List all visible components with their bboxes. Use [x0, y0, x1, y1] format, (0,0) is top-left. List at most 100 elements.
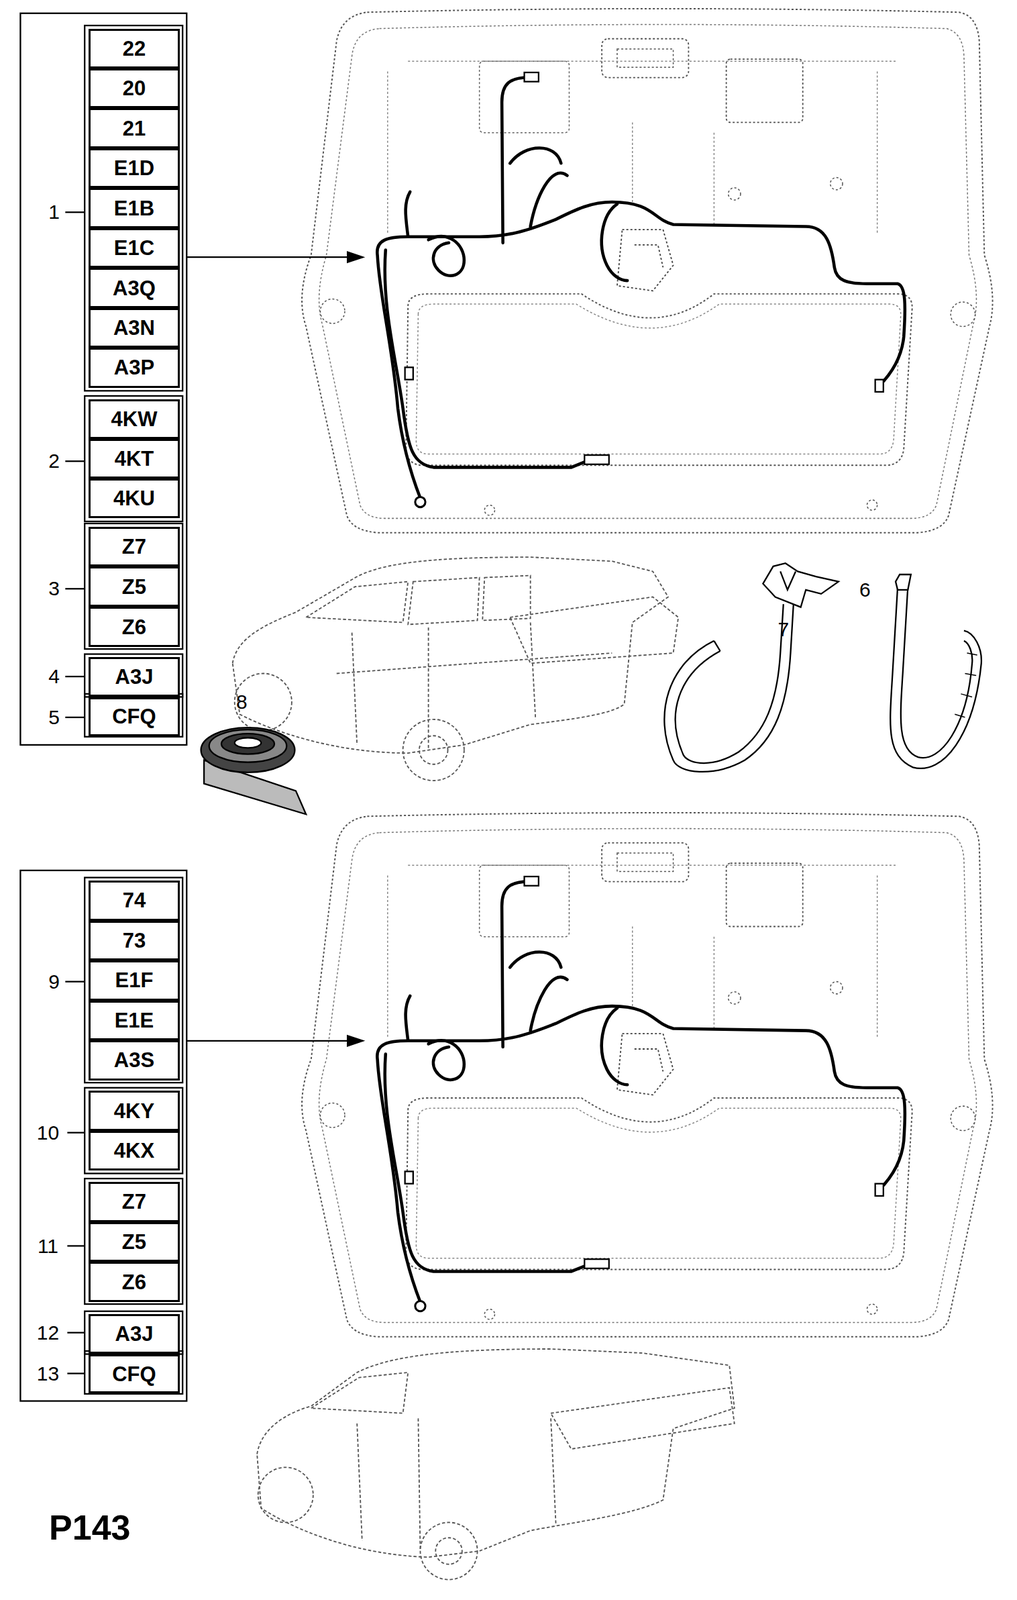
cable-tie [890, 574, 982, 769]
part-code-box: Z7 [88, 526, 180, 567]
pointer-arrow [186, 1039, 349, 1042]
wheel-hub [419, 735, 449, 765]
leader-line [65, 980, 85, 982]
callout-number-holder: 6 [858, 578, 873, 602]
part-code-box: 4KT [88, 438, 180, 479]
wheel [258, 1466, 314, 1522]
clip-head [762, 562, 839, 607]
callout-number-holder: 2 [46, 449, 62, 473]
open-tailgate [550, 1387, 735, 1449]
part-code-box: Z5 [88, 566, 180, 607]
part-code-box: CFQ [88, 697, 180, 737]
part-code-box: Z5 [88, 1221, 180, 1262]
open-tailgate [509, 596, 679, 663]
callout-number: 7 [777, 619, 789, 640]
part-code-box: A3N [88, 307, 180, 348]
tape-layer [221, 733, 275, 754]
callout-number: 9 [48, 971, 60, 992]
van-body [256, 1348, 735, 1557]
tailgate-top [301, 8, 993, 533]
part-code: A3P [114, 356, 155, 378]
part-code-box: A3S [88, 1039, 180, 1080]
subgroup-frame [84, 1178, 183, 1304]
part-code: E1D [114, 157, 155, 179]
part-code-box: E1C [88, 228, 180, 268]
subgroup-frame [84, 654, 183, 698]
tape-core [234, 737, 262, 748]
part-code: A3Q [112, 277, 156, 299]
part-code-box: 4KX [88, 1130, 180, 1170]
callout-number: 2 [48, 450, 60, 471]
part-code: E1B [114, 197, 155, 219]
callout-number: 10 [36, 1122, 60, 1143]
part-code: Z5 [122, 1230, 147, 1252]
part-code-box: A3Q [88, 267, 180, 308]
wheel [234, 672, 292, 730]
part-code-box: 4KW [88, 399, 180, 439]
callout-number: 13 [36, 1363, 60, 1384]
arrowhead [346, 250, 365, 263]
tape-layer [209, 729, 288, 763]
part-code-box: E1F [88, 959, 180, 1000]
callout-leaders [65, 211, 85, 1373]
callout-number: 1 [48, 201, 60, 223]
tie-teeth [954, 652, 977, 718]
part-code: CFQ [112, 705, 156, 727]
strap-band [664, 601, 794, 772]
callout-number-holder: 8 [234, 690, 249, 714]
part-code-box: E1B [88, 187, 180, 228]
leader-line [67, 1244, 85, 1246]
part-code: Z7 [122, 536, 147, 557]
part-code: 20 [122, 77, 146, 99]
tie-band [900, 586, 973, 758]
part-code: E1E [114, 1009, 155, 1031]
clip-strap [664, 562, 839, 772]
callout-number-holder: 9 [46, 970, 62, 993]
part-code-box: 74 [88, 880, 180, 920]
part-code: 4KT [114, 448, 155, 469]
callout-number-holder: 11 [36, 1234, 60, 1258]
leader-line [67, 1331, 85, 1333]
subgroup-frame [84, 693, 183, 737]
tape-layer [201, 727, 296, 773]
car-body [232, 556, 669, 753]
subgroup-frame [84, 523, 183, 649]
group-frame [20, 870, 187, 1401]
tie-head [895, 574, 912, 590]
wheel [419, 1521, 477, 1579]
wheel-hub [435, 1536, 463, 1564]
part-code-box: 20 [88, 68, 180, 109]
subgroup-frame [84, 25, 183, 391]
subgroup-frame [84, 1087, 183, 1174]
door-lines [336, 621, 613, 750]
part-code: Z5 [122, 576, 147, 598]
leader-line [65, 675, 85, 677]
callout-number-holder: 7 [776, 617, 791, 641]
pointer-arrows [186, 250, 365, 1047]
part-code: Z7 [122, 1190, 147, 1212]
part-code-box: A3J [88, 656, 180, 697]
page-code: P143 [48, 1509, 131, 1545]
part-code-box: 21 [88, 108, 180, 148]
subgroup-frame [84, 1310, 183, 1354]
part-code: Z6 [122, 1271, 147, 1293]
part-code-box: A3P [88, 347, 180, 388]
part-code: A3J [115, 666, 154, 687]
part-code: E1C [114, 237, 155, 259]
group-frame [20, 13, 187, 745]
arrowhead [346, 1034, 365, 1047]
subgroup-frame [84, 1350, 183, 1394]
strap-band [675, 603, 784, 763]
callout-number-holder: 4 [46, 664, 62, 688]
door-lines [356, 1417, 557, 1551]
tape-roll [201, 727, 307, 814]
callout-number: 5 [48, 707, 60, 728]
part-code: 4KY [114, 1100, 155, 1121]
wheel [403, 719, 465, 781]
part-code: 4KW [111, 408, 158, 430]
clip-detail [780, 570, 796, 590]
pointer-arrow [186, 256, 349, 258]
part-code-box: E1E [88, 1000, 180, 1040]
part-code-box: 73 [88, 920, 180, 960]
part-code: CFQ [112, 1363, 156, 1384]
